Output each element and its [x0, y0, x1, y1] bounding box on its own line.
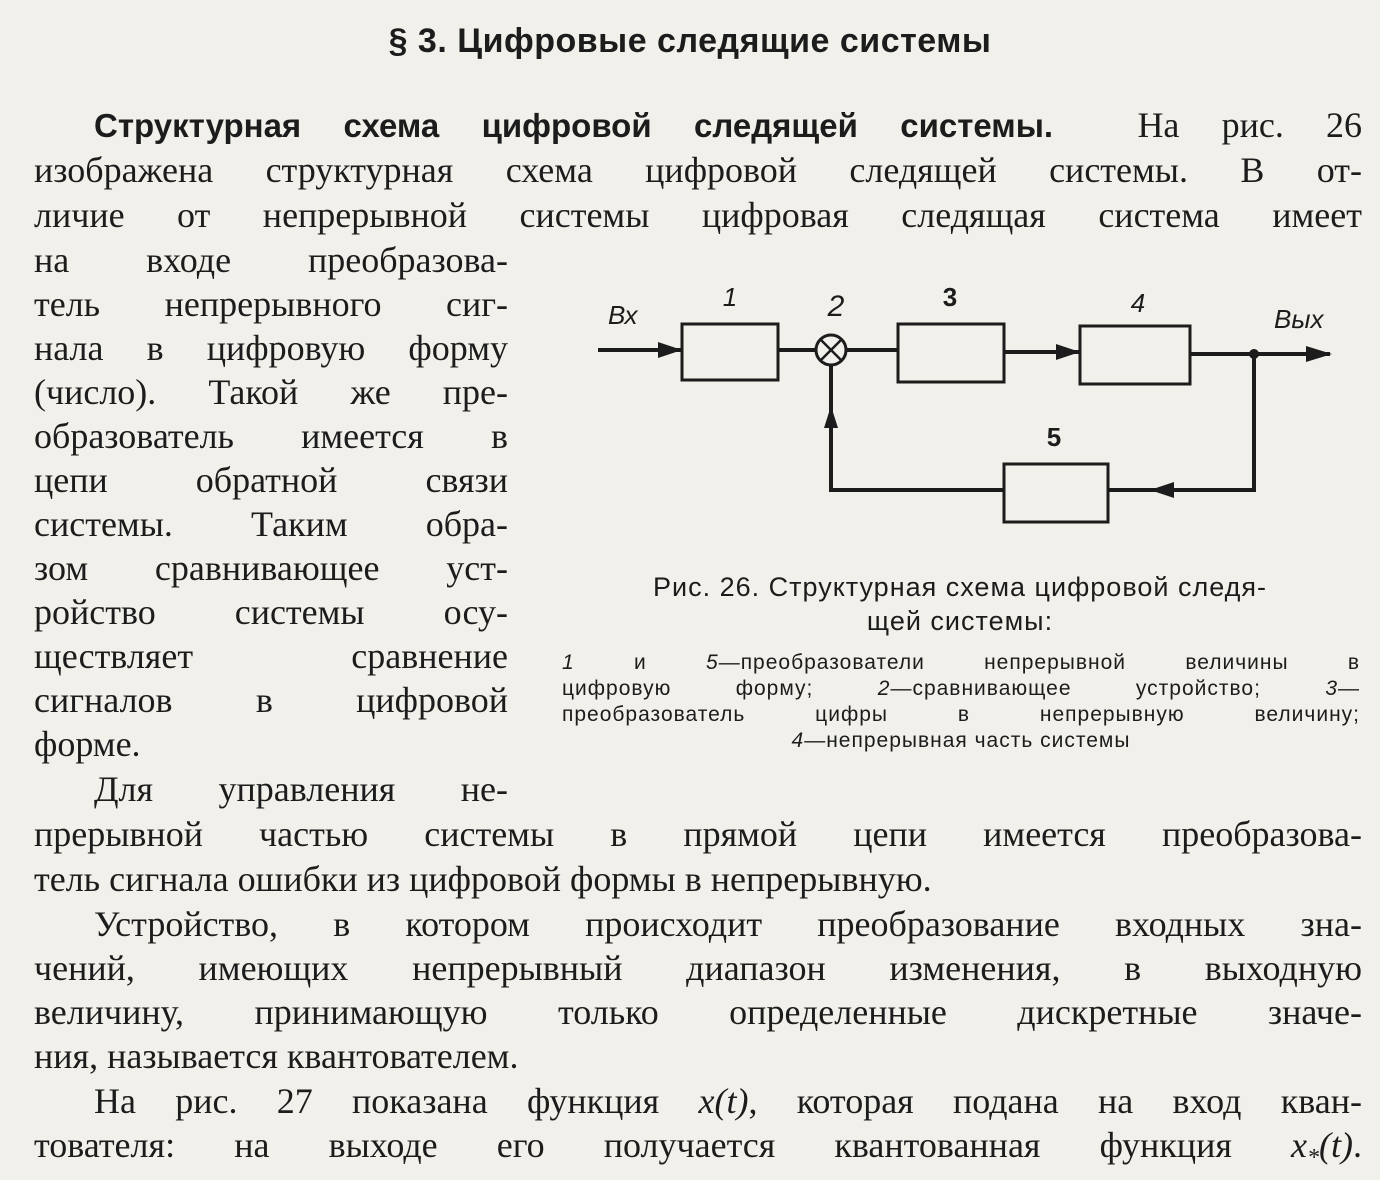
math-symbol: x	[698, 1081, 715, 1121]
wrap-line: (число). Такой же пре-	[34, 372, 508, 412]
feedback-line-right	[1108, 354, 1256, 492]
section-heading: § 3. Цифровые следящие системы	[388, 22, 992, 60]
run-in-title: Структурная схема цифровой следящей сист…	[94, 107, 1054, 144]
wrap-line: тель непрерывного сиг-	[34, 284, 508, 324]
wrap-line: нала в цифровую форму	[34, 328, 508, 368]
wrap-line: Для управления не-	[94, 769, 508, 809]
math-argument: (t)	[714, 1081, 749, 1121]
wrap-line: сигналов в цифровой	[34, 680, 508, 720]
block-3	[896, 322, 1006, 384]
math-argument: (t)	[1319, 1125, 1353, 1165]
legend-text: и	[574, 651, 706, 674]
block-number-2: 2	[827, 290, 845, 323]
wrap-line: зом сравнивающее уст-	[34, 548, 508, 588]
legend-number: 4	[791, 729, 805, 752]
output-label: Вых	[1274, 304, 1324, 334]
text-run: На рис. 27 показана функция	[94, 1081, 699, 1121]
legend-number: 2	[877, 677, 891, 700]
arrow-3-4	[1056, 344, 1080, 360]
wrap-line: образователь имеется в	[34, 416, 508, 456]
paragraph2-line1: прерывной частью системы в прямой цепи и…	[34, 814, 1362, 854]
legend-number: 1	[562, 651, 575, 674]
arrow-feedback-left	[1150, 482, 1174, 498]
figure-caption-line1: Рис. 26. Структурная схема цифровой след…	[652, 572, 1268, 602]
arrow-feedback-up	[824, 406, 838, 428]
paragraph1-line1: Структурная схема цифровой следящей сист…	[34, 103, 1362, 148]
legend-text: —непрерывная часть системы	[804, 729, 1131, 752]
block-number-1: 1	[723, 282, 737, 312]
wrap-line: ройство системы осу-	[34, 592, 508, 632]
paragraph3-line3: величину, принимающую только определенны…	[34, 992, 1362, 1032]
wrap-line: форме.	[34, 724, 141, 764]
feedback-line-left	[829, 366, 1004, 492]
block-number-3: 3	[943, 282, 957, 312]
block-5	[1002, 462, 1110, 524]
arrow-output	[1306, 346, 1332, 362]
text-run: , которая подана на вход кван-	[748, 1081, 1362, 1121]
paragraph1-line3: личие от непрерывной системы цифровая сл…	[34, 195, 1362, 235]
paragraph3-line1: Устройство, в котором происходит преобра…	[94, 904, 1362, 944]
paragraph4-line1: На рис. 27 показана функция x(t), котора…	[34, 1079, 1362, 1123]
math-symbol: x	[1291, 1125, 1308, 1165]
block-number-4: 4	[1131, 288, 1145, 318]
paragraph4-line2: тователя: на выходе его получается квант…	[34, 1123, 1362, 1180]
block-1	[680, 322, 780, 382]
paragraph1-line2: изображена структурная схема цифровой сл…	[34, 150, 1362, 190]
comparator-cross-b	[819, 338, 843, 362]
wrap-line: ществляет сравнение	[34, 636, 508, 676]
arrow-input	[658, 342, 682, 358]
legend-text: цифровую форму;	[562, 677, 878, 700]
legend-number: 3	[1325, 677, 1338, 700]
paragraph1-line1-tail: На рис. 26	[1137, 105, 1363, 145]
legend-text: —преобразователи непрерывной величины в	[718, 651, 1361, 674]
figure-caption-line2: щей системы:	[866, 606, 1054, 636]
text-run: тователя: на выходе его получается квант…	[34, 1125, 1292, 1165]
junction-dot	[1249, 349, 1259, 359]
paragraph3-line4: ния, называется квантователем.	[34, 1036, 519, 1076]
figure-legend-line4: 4—непрерывная часть системы	[562, 728, 1360, 754]
block-4	[1078, 324, 1192, 386]
block-number-5: 5	[1047, 422, 1061, 452]
figure-legend-line3: преобразователь цифры в непрерывную вели…	[562, 703, 1360, 726]
paragraph2-line2: тель сигнала ошибки из цифровой формы в …	[34, 859, 932, 899]
input-label: Вх	[608, 300, 638, 330]
legend-text: —сравнивающее устройство;	[890, 677, 1326, 700]
paragraph3-line2: чений, имеющих непрерывный диапазон изме…	[34, 948, 1362, 988]
wrap-line: системы. Таким обра-	[34, 504, 508, 544]
figure-legend-line2: цифровую форму; 2—сравнивающее устройств…	[562, 676, 1360, 702]
legend-number: 5	[706, 651, 719, 674]
math-subscript: *	[1307, 1145, 1320, 1172]
legend-text: —	[1338, 677, 1360, 700]
wrap-line: цепи обратной связи	[34, 460, 508, 500]
text-run: .	[1353, 1125, 1362, 1165]
wrap-line: на входе преобразова-	[34, 240, 508, 280]
block-diagram: Вх Вых 1 2 3 4 5	[598, 282, 1332, 524]
figure-legend-line1: 1 и 5—преобразователи непрерывной величи…	[562, 650, 1360, 676]
